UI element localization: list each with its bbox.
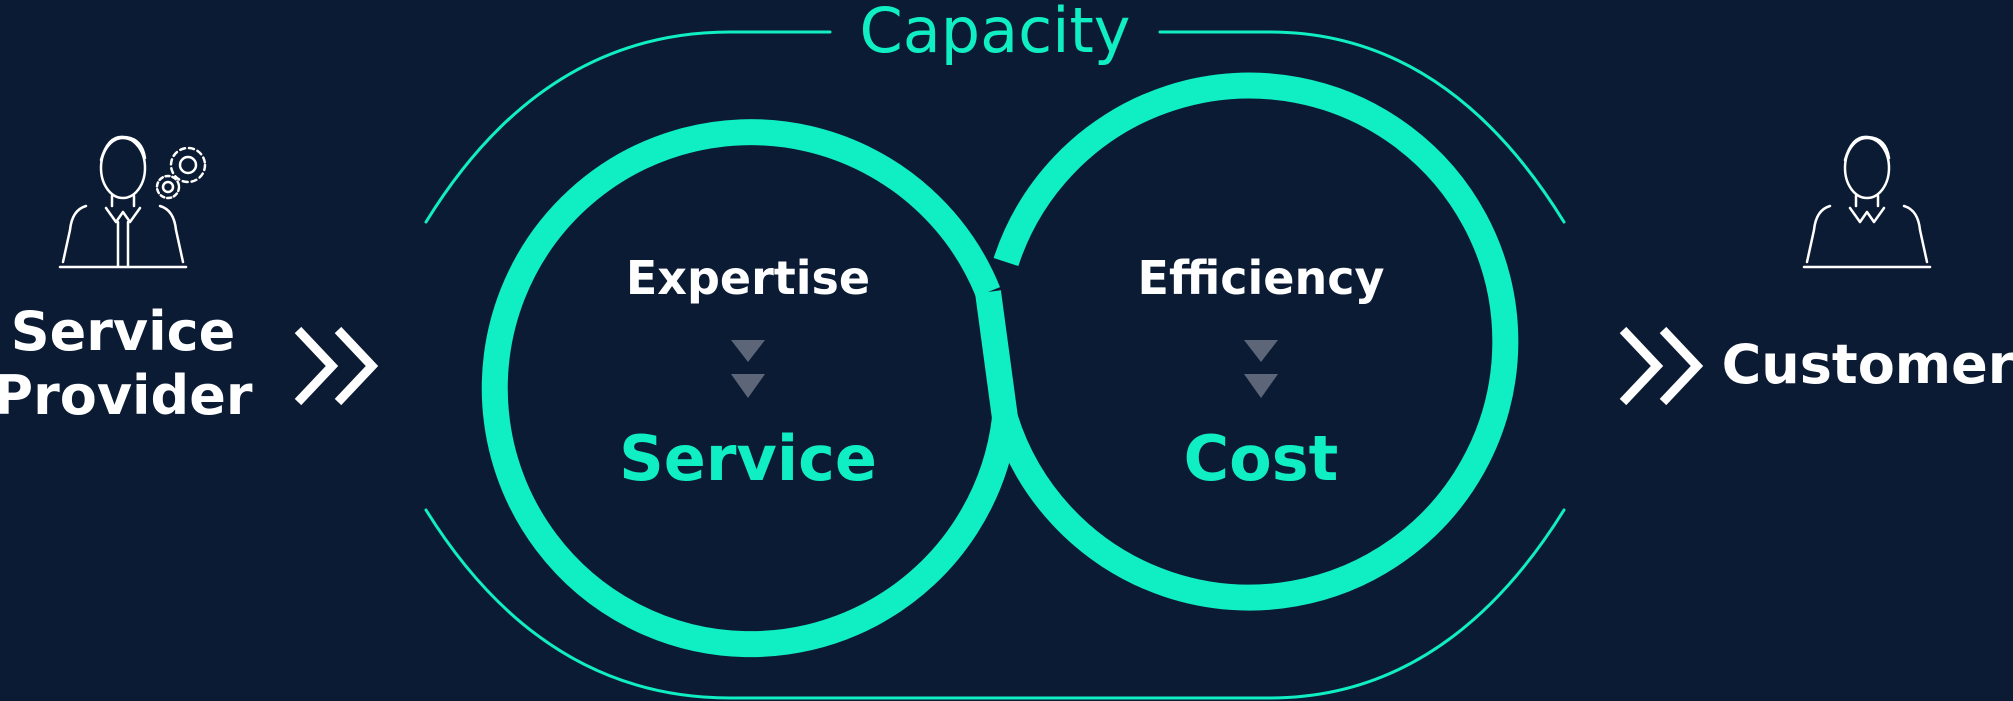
expertise-label: Expertise [626, 251, 870, 305]
service-label: Service [619, 422, 877, 495]
efficiency-label: Efficiency [1138, 251, 1385, 305]
double-chevron-right-icon [294, 326, 379, 406]
capacity-frame [424, 30, 1566, 700]
loop-crossing [975, 290, 1018, 420]
provider-label-line1: Service [11, 300, 236, 363]
capacity-frame-top [424, 30, 1566, 224]
capacity-label: Capacity [860, 0, 1131, 67]
right-loop-ring [992, 72, 1519, 611]
cost-label: Cost [1184, 422, 1339, 495]
double-chevron-right-icon [1619, 326, 1704, 406]
person-with-gears-icon [58, 135, 207, 269]
customer-label: Customer [1722, 333, 2013, 396]
infinity-loop [481, 72, 1519, 658]
provider-label-line2: Provider [0, 364, 253, 427]
double-triangle-down-icon [731, 340, 765, 398]
double-triangle-down-icon [1244, 340, 1278, 398]
left-loop-ring [481, 119, 1018, 658]
person-icon [1802, 135, 1932, 269]
capacity-frame-bottom [424, 508, 1566, 700]
